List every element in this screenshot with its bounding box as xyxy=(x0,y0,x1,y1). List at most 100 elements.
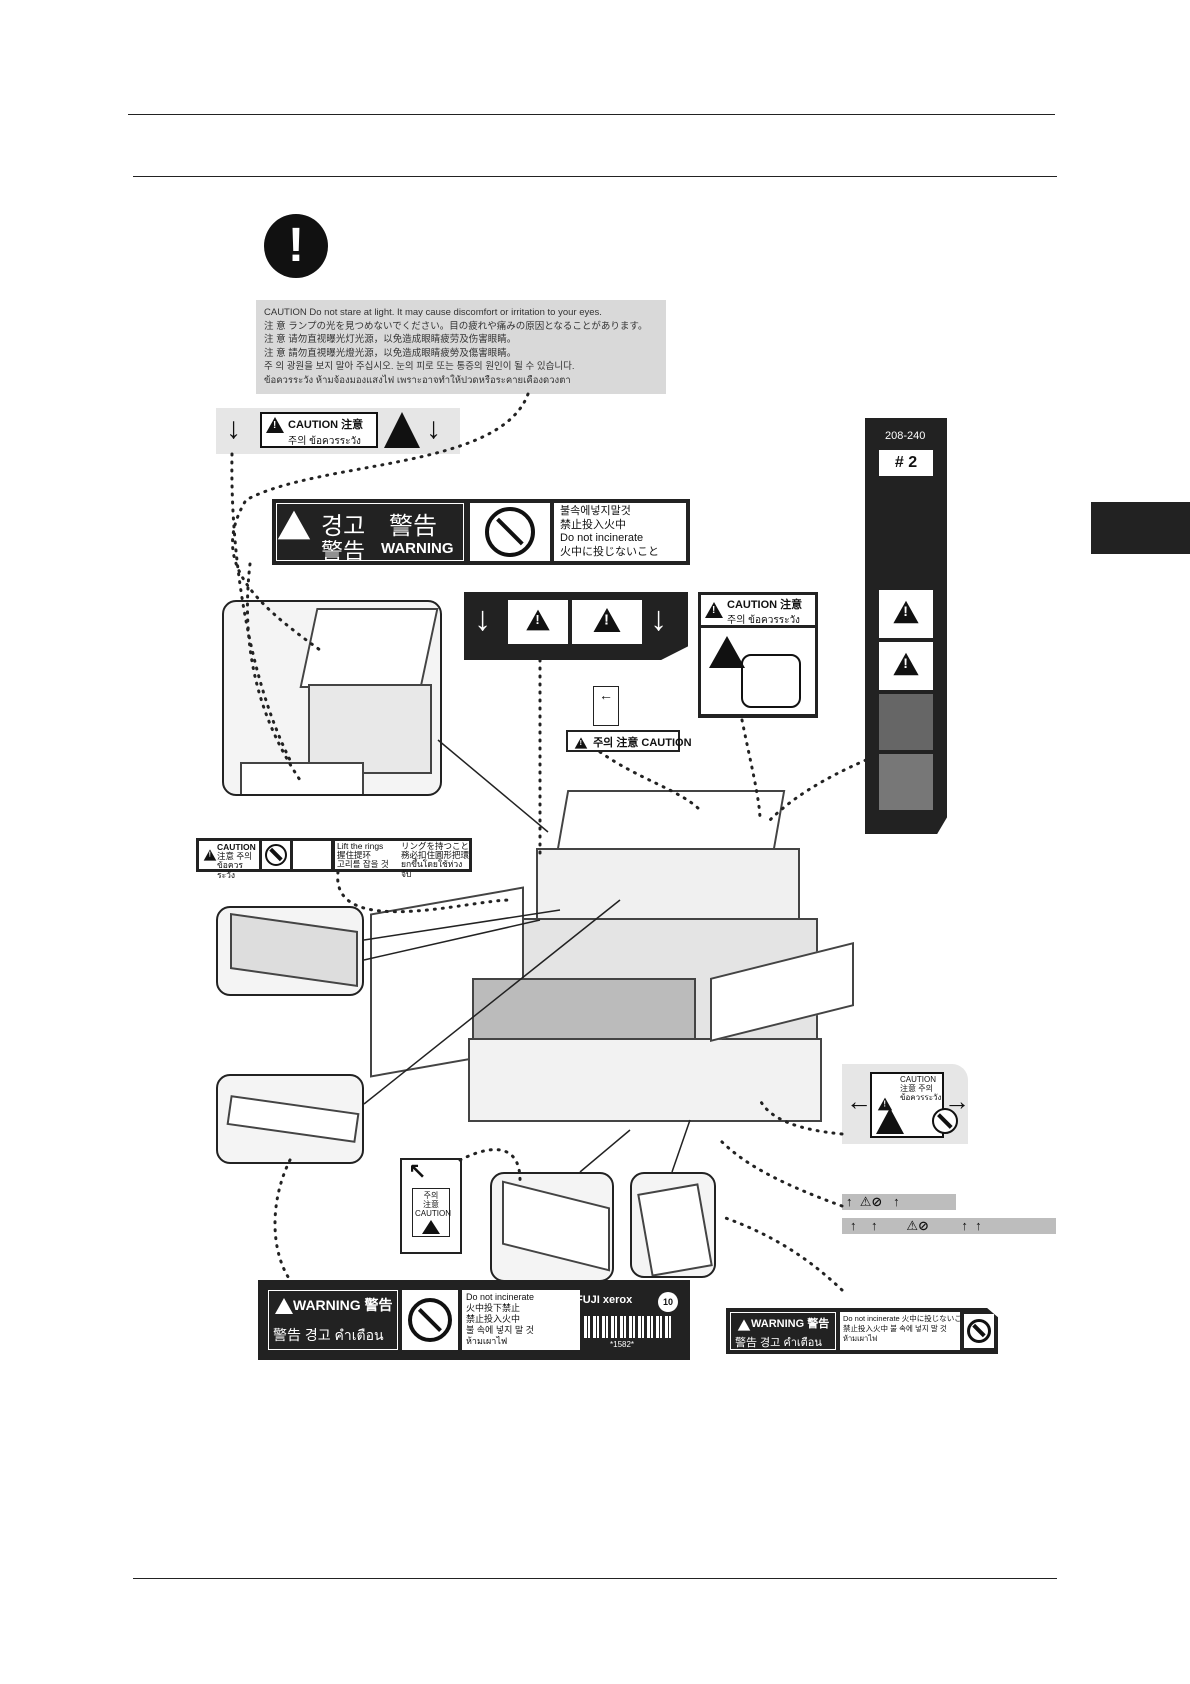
lift-ja: リングを持つこと xyxy=(401,841,470,851)
arrow-right-icon: → xyxy=(944,1086,970,1116)
no-incinerate-icon xyxy=(470,503,550,561)
warning-en: WARNING xyxy=(381,540,454,557)
warning-bottom-label: WARNING 警告 警告 경고 คำเตือน Do not incinera… xyxy=(258,1280,690,1360)
no-touch-icon xyxy=(879,694,933,750)
wb-r1: 火中投下禁止 xyxy=(466,1303,521,1313)
incinerate-zh: 禁止投入火中 xyxy=(560,518,626,531)
gray-strip-1: ↑ ⚠⊘ ↑ xyxy=(842,1194,956,1210)
ws-r0: Do not incinerate 火中に投じないこと xyxy=(843,1314,960,1323)
warning-triangle-icon xyxy=(893,600,919,624)
arrow-down-icon: ↓ xyxy=(474,600,491,638)
tray-l1: 주의 xyxy=(423,1191,439,1200)
arrow-down-icon: ↓ xyxy=(226,412,241,445)
pinch-caution-line2: 주의 ข้อควรระวัง xyxy=(288,436,361,447)
stare-line-1: CAUTION Do not stare at light. It may ca… xyxy=(264,307,602,318)
pinch-caution-strip: ↓ CAUTION 注意 주의 ข้อควรระวัง ↓ xyxy=(216,408,460,454)
warning-triangle-icon xyxy=(737,1319,751,1331)
stare-line-3: 注 意 请勿直视曝光灯光源，以免造成眼睛疲劳及伤害眼睛。 xyxy=(264,334,517,345)
warning-triangle-icon xyxy=(705,601,723,618)
warning-triangle-icon xyxy=(266,416,284,433)
barcode xyxy=(584,1316,674,1338)
warning-triangle-icon xyxy=(275,1297,293,1314)
warning-triangle-icon xyxy=(526,609,550,631)
no-incinerate-icon xyxy=(402,1290,458,1350)
no-touch-icon xyxy=(262,841,290,869)
cartridge-inset xyxy=(216,1074,364,1164)
number-badge: # 2 xyxy=(879,450,933,476)
incinerate-en: Do not incinerate xyxy=(560,532,644,544)
side-line2: 注意 주의 xyxy=(900,1084,933,1093)
pinch-hand-icon xyxy=(701,628,815,714)
bottom-rule xyxy=(133,1578,1057,1579)
pinch-caution-line1: CAUTION 注意 xyxy=(288,419,364,431)
incinerate-warning-top: 경고 警告 警告 WARNING 불속에넣지말것 禁止投入火中 Do not i… xyxy=(272,499,690,565)
hot-surface-icon xyxy=(893,652,919,676)
no-touch-icon xyxy=(932,1108,959,1134)
stare-line-5: 주 의 광원을 보지 말아 주십시오. 눈의 피로 또는 통증의 원인이 될 수… xyxy=(264,361,575,372)
stare-caution-label: CAUTION Do not stare at light. It may ca… xyxy=(256,300,666,394)
arrow-down-icon: ↓ xyxy=(426,412,441,445)
voltage-text: 208-240 xyxy=(885,430,926,442)
warning-triangle-icon xyxy=(877,1097,893,1111)
lift-tw: 務必扣住圓形把環 xyxy=(401,850,470,860)
incinerate-ko: 불속에넣지말것 xyxy=(560,505,631,517)
ws-r1: 禁止投入火中 불 속에 넣지 말 것 xyxy=(843,1324,947,1333)
printer-illustration xyxy=(360,790,870,1154)
pinch2-line1: CAUTION 注意 xyxy=(727,599,803,611)
stare-line-6: ข้อควรระวัง ห้ามจ้องมองแสงไฟ เพราะอาจทำใ… xyxy=(264,374,571,386)
ring-icon xyxy=(293,841,331,869)
lift-sub2: ข้อควรระวัง xyxy=(217,860,243,880)
lift-th: ยกขึ้นโดยใช้ห่วงจับ xyxy=(401,859,463,879)
warning-zh: 警告 xyxy=(389,513,437,540)
barcode-text: *1582* xyxy=(610,1340,635,1349)
brand-logo: FUJI xerox xyxy=(576,1294,633,1306)
lift-en: Lift the rings xyxy=(337,841,384,851)
pinch-caution-label-2: CAUTION 注意 주의 ข้อควรระวัง xyxy=(698,592,818,718)
ws-sub: 警告 경고 คำเตือน xyxy=(735,1337,822,1349)
small-caution-text: 주의 注意 CAUTION xyxy=(593,737,692,749)
lift-ko: 고리를 잡을 것 xyxy=(337,859,389,869)
lift-caution: CAUTION xyxy=(217,842,256,852)
stare-line-2: 注 意 ランプの光を見つめないでください。目の疲れや痛みの原因となることがありま… xyxy=(264,320,648,332)
side-caution-label: ← CAUTION 注意 주의 ข้อควรระวัง → xyxy=(842,1064,970,1144)
incinerate-ja: 火中に投じないこと xyxy=(560,545,659,558)
side-line3: ข้อควรระวัง xyxy=(900,1093,942,1102)
lift-sub: 注意 주의 xyxy=(217,851,253,861)
wb-title: WARNING 警告 xyxy=(293,1297,393,1313)
ws-r2: ห้ามเผาไฟ xyxy=(843,1334,878,1343)
right-rating-panel: 208-240 # 2 xyxy=(865,418,947,834)
warning-triangle-icon xyxy=(203,849,217,861)
lift-rings-label: CAUTION 注意 주의 ข้อควรระวัง Lift the rings… xyxy=(196,838,472,880)
warning-small-label: WARNING 警告 警告 경고 คำเตือน Do not incinera… xyxy=(726,1308,998,1354)
lift-zh: 握住提环 xyxy=(337,850,372,860)
tray-caution-label: ↖ 주의 注意 CAUTION xyxy=(400,1158,462,1254)
pinch2-line2: 주의 ข้อควรระวัง xyxy=(727,615,800,626)
gray-strip-2: ↑ ↑ ⚠⊘ ↑ ↑ xyxy=(842,1218,1056,1234)
wb-r3: 불 속에 넣지 말 것 xyxy=(466,1325,534,1335)
stare-line-4: 注 意 請勿直視曝光燈光源，以免造成眼睛疲勞及傷害眼睛。 xyxy=(264,347,517,359)
pinch-caution-box: CAUTION 注意 주의 ข้อควรระวัง xyxy=(260,412,378,448)
waste-toner-inset xyxy=(630,1172,716,1278)
ws-title: WARNING 警告 xyxy=(751,1318,830,1330)
top-rule-2 xyxy=(133,176,1057,177)
no-incinerate-icon xyxy=(964,1314,994,1348)
hot-surface-icon xyxy=(593,608,621,632)
chapter-tab xyxy=(1091,502,1190,554)
no-touch-icon xyxy=(879,754,933,810)
small-caution-label: 주의 注意 CAUTION xyxy=(566,730,692,752)
arrow-down-icon: ↓ xyxy=(650,600,667,638)
hot-caution-label: ↓ ↓ xyxy=(464,592,688,660)
arrow-left-icon: ← xyxy=(846,1086,872,1116)
side-line1: CAUTION xyxy=(900,1075,936,1084)
top-rule-1 xyxy=(128,114,1055,115)
scanner-detail-inset xyxy=(222,600,442,796)
warning-triangle-icon xyxy=(574,737,588,749)
wb-r0: Do not incinerate xyxy=(466,1292,535,1302)
warning-ja: 警告 xyxy=(321,539,366,564)
arrow-up-left-icon: ↖ xyxy=(408,1159,427,1184)
toner-drawer-inset xyxy=(216,906,364,996)
tray-l2: 注意 xyxy=(423,1200,439,1209)
warning-triangle-icon xyxy=(277,510,311,540)
wb-r2: 禁止投入火中 xyxy=(466,1314,521,1324)
